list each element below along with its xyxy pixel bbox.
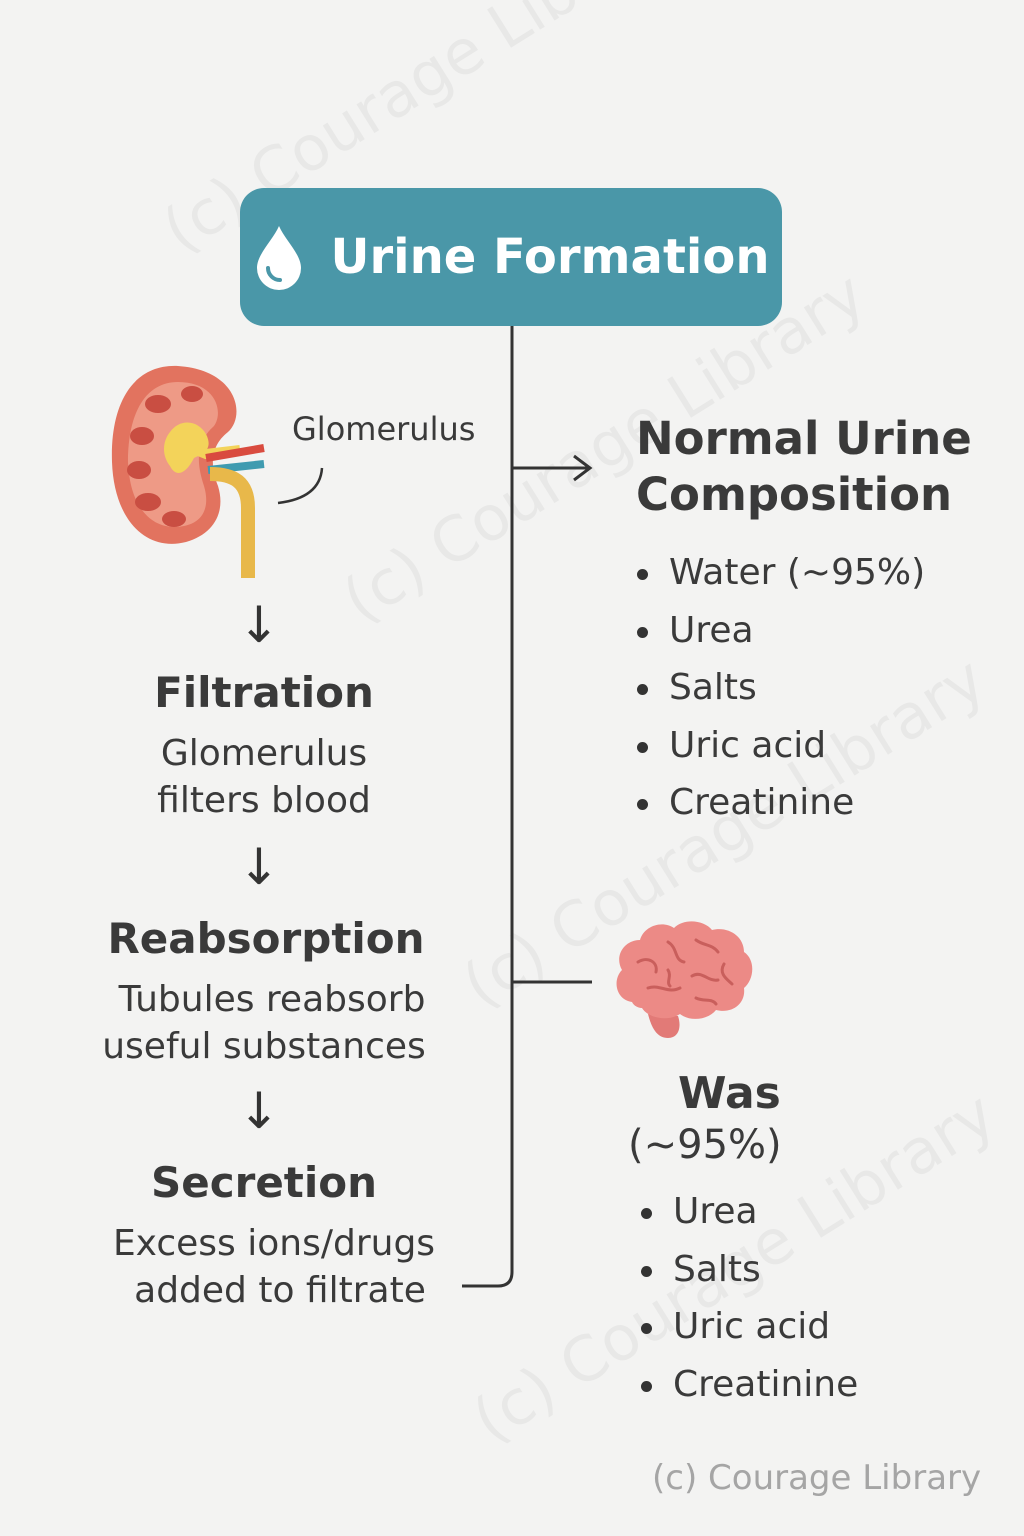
step-title-secretion: Secretion — [150, 1158, 378, 1207]
list-item: Urea — [637, 602, 925, 660]
waste-heading: Was — [678, 1068, 781, 1119]
step-title-filtration: Filtration — [154, 668, 374, 717]
step-desc-secretion: added to filtrate — [134, 1270, 426, 1311]
list-item: Salts — [641, 1241, 858, 1299]
composition-heading: Composition — [636, 468, 953, 521]
brain-icon — [616, 921, 753, 1038]
composition-list: Water (~95%) Urea Salts Uric acid Creati… — [637, 544, 925, 832]
page-title: Urine Formation — [330, 229, 770, 285]
list-item: Uric acid — [637, 717, 925, 775]
list-item: Creatinine — [637, 774, 925, 832]
footer-credit: (c) Courage Library — [652, 1458, 982, 1498]
step-desc-reabsorption: useful substances — [102, 1026, 426, 1067]
list-item: Uric acid — [641, 1298, 858, 1356]
down-arrow-icon: ↓ — [238, 838, 280, 896]
waste-list: Urea Salts Uric acid Creatinine — [641, 1183, 858, 1413]
main-trunk-line — [462, 326, 514, 1288]
composition-heading: Normal Urine — [636, 412, 972, 465]
waste-subheading: (~95%) — [628, 1122, 782, 1168]
title-banner: Urine Formation — [240, 188, 782, 326]
list-item: Salts — [637, 659, 925, 717]
step-desc-filtration: Glomerulus — [160, 733, 368, 774]
step-desc-secretion: Excess ions/drugs — [112, 1223, 436, 1264]
glomerulus-pointer — [277, 467, 324, 505]
kidney-icon — [111, 365, 265, 578]
step-desc-filtration: filters blood — [157, 780, 371, 821]
step-desc-reabsorption: Tubules reabsorb — [118, 979, 426, 1020]
step-title-reabsorption: Reabsorption — [107, 914, 425, 963]
composition-branch-arrowhead — [573, 454, 593, 482]
glomerulus-label: Glomerulus — [292, 410, 476, 448]
down-arrow-icon: ↓ — [238, 596, 280, 654]
list-item: Water (~95%) — [637, 544, 925, 602]
list-item: Creatinine — [641, 1356, 858, 1414]
water-drop-icon — [256, 226, 301, 290]
down-arrow-icon: ↓ — [238, 1082, 280, 1140]
list-item: Urea — [641, 1183, 858, 1241]
